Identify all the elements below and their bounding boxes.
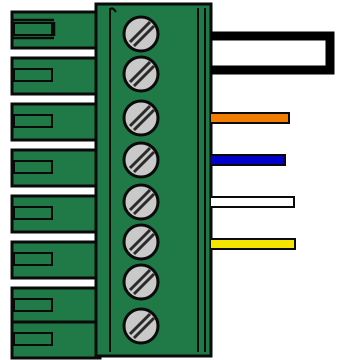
pin-tab xyxy=(10,194,102,234)
screw-terminal xyxy=(122,263,160,301)
pin-tab xyxy=(10,286,102,326)
connector-housing xyxy=(94,2,213,358)
screw-terminal xyxy=(122,99,160,137)
pin-tab xyxy=(10,148,102,188)
pin-tab xyxy=(10,240,102,280)
pin-tab xyxy=(10,10,102,50)
screw-terminals xyxy=(122,15,160,345)
pin-tab xyxy=(10,56,102,96)
pin-tabs xyxy=(10,10,102,360)
screw-terminal xyxy=(122,141,160,179)
screw-terminal xyxy=(122,55,160,93)
pin-tab xyxy=(10,320,102,360)
pin-tab xyxy=(10,102,102,142)
screw-terminal xyxy=(122,307,160,345)
screw-terminal xyxy=(122,183,160,221)
screw-terminal xyxy=(122,15,160,53)
wire-black xyxy=(211,31,335,75)
screw-terminal xyxy=(122,223,160,261)
wires xyxy=(211,31,335,250)
